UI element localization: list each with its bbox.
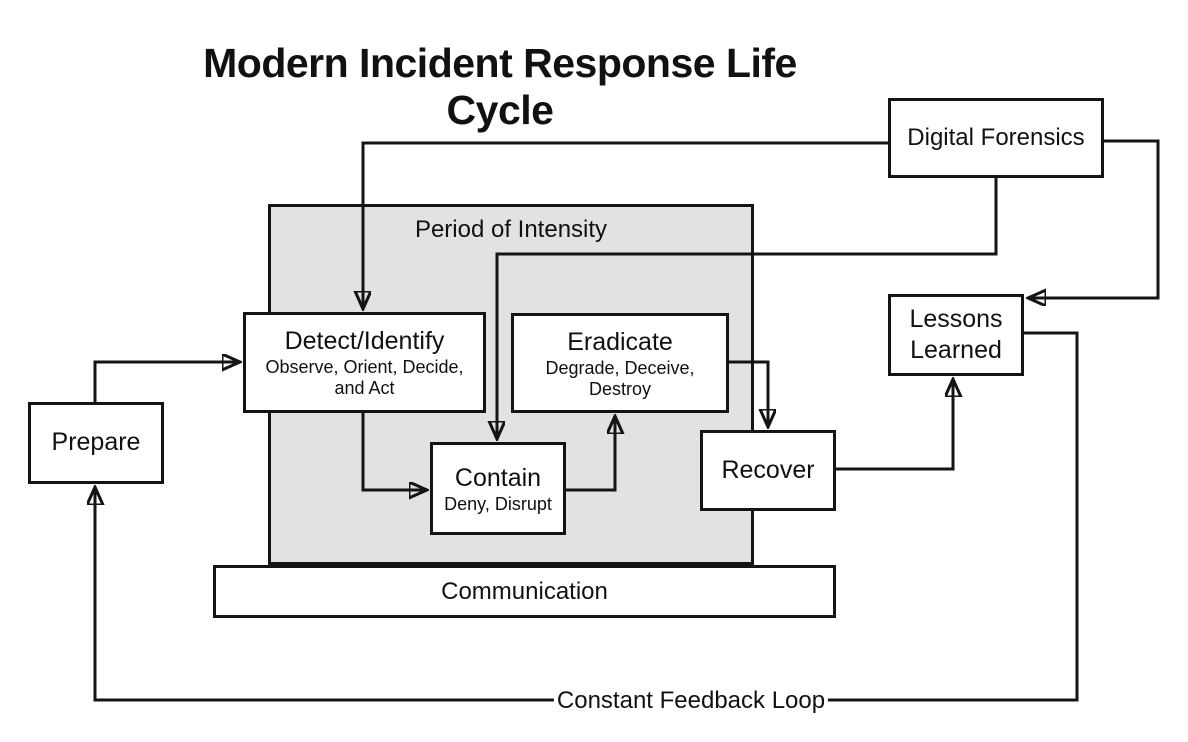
node-label: Digital Forensics bbox=[907, 124, 1085, 151]
arrow-digital-forensics-to-contain bbox=[497, 178, 998, 438]
node-sublabel: Observe, Orient, Decide, and Act bbox=[265, 357, 464, 399]
arrow-contain-to-eradicate bbox=[565, 417, 615, 492]
arrow-digital-forensics-to-lessons-learned bbox=[1029, 139, 1160, 298]
node-communication: Communication bbox=[213, 565, 836, 618]
node-label: Communication bbox=[441, 577, 608, 605]
node-digital-forensics: Digital Forensics bbox=[888, 98, 1104, 178]
arrow-feedback-loop-to-prepare bbox=[95, 331, 1079, 702]
arrow-recover-to-lessons-learned bbox=[835, 380, 953, 471]
node-sublabel: Degrade, Deceive, Destroy bbox=[545, 357, 695, 399]
period-of-intensity-label: Period of Intensity bbox=[414, 216, 608, 243]
constant-feedback-loop-label: Constant Feedback Loop bbox=[553, 687, 829, 715]
node-detect-identify: Detect/Identify Observe, Orient, Decide,… bbox=[243, 312, 486, 413]
node-label: Contain bbox=[454, 463, 542, 492]
node-recover: Recover bbox=[700, 430, 836, 511]
node-label: Detect/Identify bbox=[284, 327, 445, 356]
node-prepare: Prepare bbox=[28, 402, 164, 484]
arrow-digital-forensics-to-detect bbox=[363, 141, 888, 308]
arrow-detect-to-contain bbox=[361, 413, 426, 490]
diagram-title: Modern Incident Response Life Cycle bbox=[203, 40, 797, 133]
node-sublabel: Deny, Disrupt bbox=[444, 493, 552, 514]
node-label: Eradicate bbox=[567, 327, 673, 356]
node-label: Recover bbox=[721, 455, 815, 484]
node-label: Prepare bbox=[51, 428, 141, 457]
node-lessons-learned: Lessons Learned bbox=[888, 294, 1024, 376]
node-eradicate: Eradicate Degrade, Deceive, Destroy bbox=[511, 313, 729, 413]
node-contain: Contain Deny, Disrupt bbox=[430, 442, 566, 535]
node-label: Lessons Learned bbox=[909, 304, 1003, 364]
arrow-eradicate-to-recover bbox=[728, 360, 768, 426]
arrow-prepare-to-detect bbox=[93, 362, 239, 402]
